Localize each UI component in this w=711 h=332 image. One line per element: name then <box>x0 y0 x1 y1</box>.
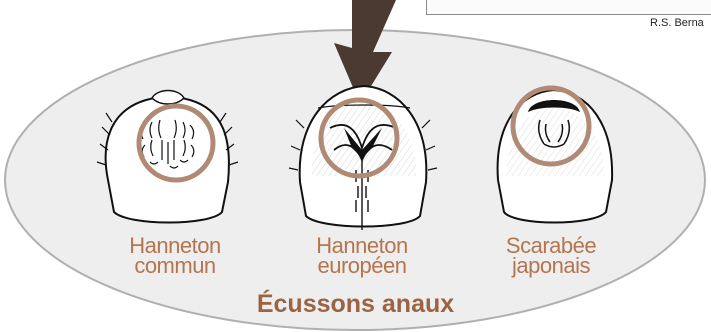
label-line2: commun <box>125 256 225 276</box>
label-line2: européen <box>309 256 415 276</box>
label-hanneton-commun: Hanneton commun <box>125 236 225 276</box>
diagram-title: Écussons anaux <box>0 290 711 319</box>
label-hanneton-europeen: Hanneton européen <box>309 236 415 276</box>
label-scarabee-japonais: Scarabée japonais <box>498 236 604 276</box>
label-line2: japonais <box>498 256 604 276</box>
